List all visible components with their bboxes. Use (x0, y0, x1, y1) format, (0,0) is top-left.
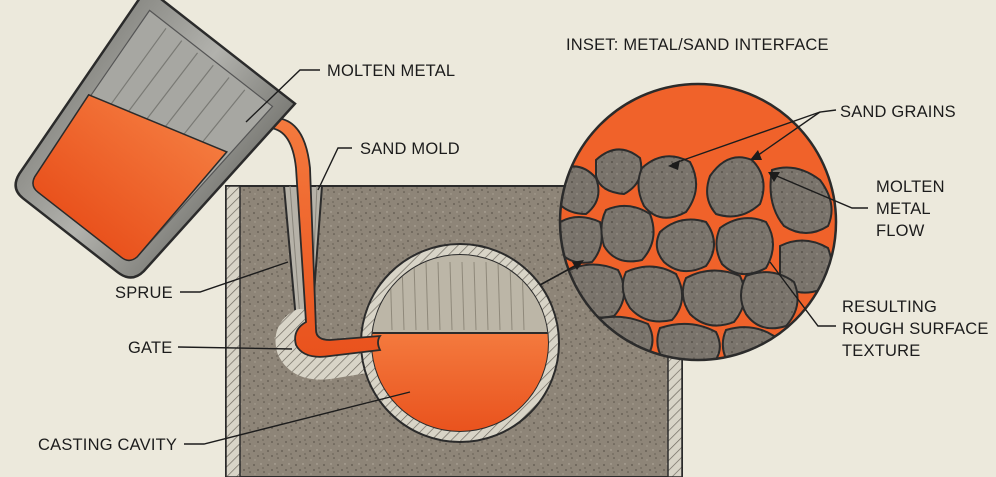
sand-grains (560, 148, 833, 360)
label-molten-metal-flow-line2: METAL (876, 200, 931, 218)
label-gate: GATE (128, 339, 173, 357)
label-inset-title: INSET: METAL/SAND INTERFACE (566, 36, 829, 54)
label-rough-surface-line3: TEXTURE (842, 342, 920, 360)
label-sprue: SPRUE (115, 284, 173, 302)
label-molten-metal-flow-line1: MOLTEN (876, 178, 945, 196)
molten-metal-stream (268, 117, 382, 358)
label-sand-mold: SAND MOLD (360, 140, 460, 158)
label-casting-cavity: CASTING CAVITY (38, 436, 177, 454)
leader-lines (177, 69, 868, 445)
labels: MOLTEN METAL SAND MOLD SPRUE GATE CASTIN… (38, 36, 989, 454)
casting-cavity (372, 255, 548, 431)
label-rough-surface-line1: RESULTING (842, 298, 937, 316)
ladle (14, 0, 297, 279)
label-rough-surface-line2: ROUGH SURFACE (842, 320, 989, 338)
label-molten-metal-flow-line3: FLOW (876, 222, 925, 240)
label-sand-grains: SAND GRAINS (840, 103, 956, 121)
inset-circle (558, 82, 838, 362)
inset-connector (539, 260, 584, 286)
label-molten-metal: MOLTEN METAL (327, 62, 455, 80)
